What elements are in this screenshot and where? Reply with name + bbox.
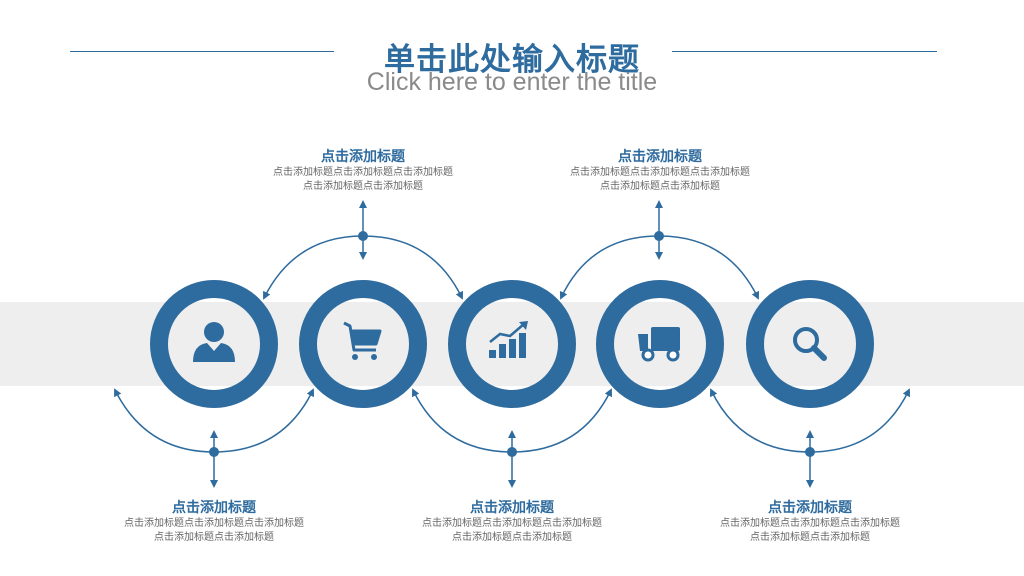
- title-rule-right: [672, 51, 937, 52]
- label-text: 点击添加标题点击添加标题: [303, 181, 423, 192]
- junction-dot: [654, 231, 664, 241]
- step-4[interactable]: [596, 280, 724, 408]
- top-arc-1: [263, 235, 364, 300]
- search-icon: [793, 327, 827, 361]
- bottom-arc-3: [710, 388, 811, 453]
- label-bottom-3[interactable]: 点击添加标题 点击添加标题点击添加标题点击添加标题 点击添加标题点击添加标题: [690, 499, 930, 545]
- step-2[interactable]: [299, 280, 427, 408]
- bottom-arc-2b: [511, 388, 612, 453]
- label-heading: 点击添加标题: [470, 500, 554, 516]
- bottom-arc-3b: [809, 388, 910, 453]
- label-heading: 点击添加标题: [768, 500, 852, 516]
- label-text: 点击添加标题点击添加标题: [750, 532, 870, 543]
- top-arc-2: [559, 235, 660, 300]
- shopping-cart-icon: [343, 321, 382, 360]
- user-icon: [193, 322, 235, 362]
- label-bottom-2[interactable]: 点击添加标题 点击添加标题点击添加标题点击添加标题 点击添加标题点击添加标题: [392, 499, 632, 545]
- label-heading: 点击添加标题: [618, 149, 702, 165]
- label-text: 点击添加标题点击添加标题点击添加标题: [720, 518, 900, 529]
- junction-dot: [805, 447, 815, 457]
- step-3[interactable]: [448, 280, 576, 408]
- top-arc-2b: [658, 235, 759, 300]
- label-text: 点击添加标题点击添加标题: [154, 532, 274, 543]
- label-text: 点击添加标题点击添加标题点击添加标题: [273, 167, 453, 178]
- title-rule-left: [70, 51, 334, 52]
- label-text: 点击添加标题点击添加标题点击添加标题: [570, 167, 750, 178]
- page-subtitle[interactable]: Click here to enter the title: [366, 68, 658, 96]
- label-heading: 点击添加标题: [321, 149, 405, 165]
- top-arc-1b: [362, 235, 463, 300]
- page-title[interactable]: 单击此处输入标题: [384, 42, 640, 78]
- truck-icon: [638, 327, 680, 362]
- bottom-arc-2: [412, 388, 513, 453]
- label-text: 点击添加标题点击添加标题点击添加标题: [422, 518, 602, 529]
- label-top-1[interactable]: 点击添加标题 点击添加标题点击添加标题点击添加标题 点击添加标题点击添加标题: [243, 148, 483, 194]
- label-bottom-1[interactable]: 点击添加标题 点击添加标题点击添加标题点击添加标题 点击添加标题点击添加标题: [94, 499, 334, 545]
- junction-dot: [358, 231, 368, 241]
- bar-chart-icon: [489, 321, 528, 358]
- label-text: 点击添加标题点击添加标题: [452, 532, 572, 543]
- label-top-2[interactable]: 点击添加标题 点击添加标题点击添加标题点击添加标题 点击添加标题点击添加标题: [540, 148, 780, 194]
- bottom-arc-1b: [213, 388, 314, 453]
- label-text: 点击添加标题点击添加标题点击添加标题: [124, 518, 304, 529]
- step-1[interactable]: [150, 280, 278, 408]
- junction-dot: [209, 447, 219, 457]
- label-text: 点击添加标题点击添加标题: [600, 181, 720, 192]
- junction-dot: [507, 447, 517, 457]
- bottom-arc-1: [114, 388, 215, 453]
- step-5[interactable]: [746, 280, 874, 408]
- label-heading: 点击添加标题: [172, 500, 256, 516]
